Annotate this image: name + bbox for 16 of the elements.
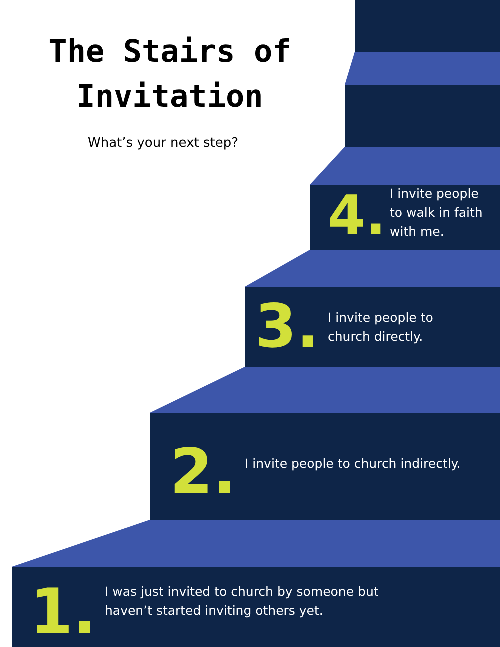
step-description: I was just invited to church by someone but haven’t started inviting others yet. — [105, 583, 380, 620]
title: The Stairs of Invitation — [48, 33, 292, 117]
step-description: I invite people to walk in faith with me. — [390, 185, 484, 240]
step-number: 2. — [170, 441, 237, 503]
step-description: I invite people to church directly. — [328, 309, 434, 346]
stair-step — [245, 287, 500, 367]
stair-step — [345, 85, 500, 147]
step-number: 1. — [30, 581, 97, 643]
stair-step — [355, 0, 500, 52]
stair-step — [310, 185, 500, 250]
stair-step — [150, 413, 500, 520]
stair-step — [12, 567, 500, 647]
step-number: 4. — [328, 189, 386, 243]
subtitle: What’s your next step? — [88, 136, 239, 151]
step-number: 3. — [255, 297, 320, 357]
step-description: I invite people to church indirectly. — [245, 455, 462, 473]
